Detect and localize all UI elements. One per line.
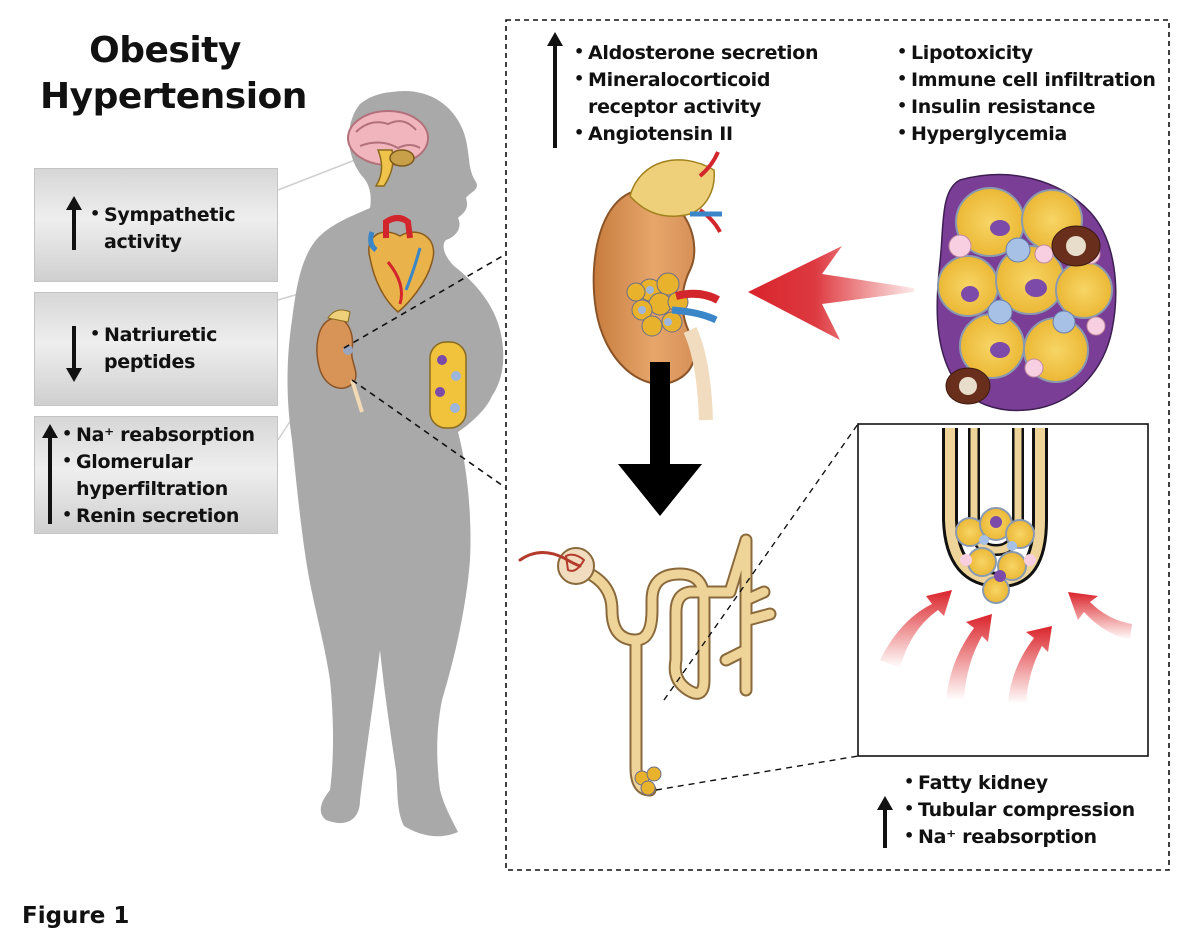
- list-item: Tubular compression: [904, 795, 1135, 824]
- adipose-factors-list: Lipotoxicity Immune cell infiltration In…: [897, 38, 1156, 148]
- detail-frame: [505, 19, 1170, 871]
- figure-title: Obesity Hypertension: [40, 28, 307, 120]
- up-arrow-icon: [66, 196, 82, 250]
- title-line-2: Hypertension: [40, 76, 307, 117]
- adipose-cluster-icon: [936, 173, 1117, 412]
- up-arrow-icon: [877, 796, 893, 848]
- list-item: Glomerular: [62, 447, 255, 476]
- natriuretic-box: Natriuretic peptides: [34, 292, 278, 406]
- list-item: Na⁺ reabsorption: [904, 822, 1135, 851]
- renal-list: Na⁺ reabsorption Glomerular hyperfiltrat…: [62, 420, 255, 530]
- list-item: Mineralocorticoid: [574, 65, 818, 94]
- black-arrow-down: [618, 362, 702, 516]
- list-item: Insulin resistance: [897, 92, 1156, 121]
- natriuretic-list: Natriuretic peptides: [90, 320, 217, 376]
- title-line-1: Obesity: [89, 30, 241, 71]
- list-item-continuation: hyperfiltration: [76, 478, 229, 500]
- list-item: Renin secretion: [62, 501, 255, 530]
- down-arrow-icon: [66, 326, 82, 382]
- pressure-arrows: [880, 590, 1132, 704]
- zoom-lines: [343, 253, 507, 489]
- sympathetic-box: Sympathetic activity: [34, 168, 278, 282]
- fatty-kidney-list: Fatty kidney Tubular compression Na⁺ rea…: [904, 768, 1135, 851]
- compressed-tubule-icon: [942, 428, 1048, 604]
- large-kidney-icon: [592, 151, 722, 421]
- list-item: Angiotensin II: [574, 119, 818, 148]
- list-item-continuation: receptor activity: [588, 96, 762, 118]
- up-arrow-icon: [547, 32, 563, 148]
- list-item: Sympathetic: [90, 200, 236, 229]
- inset-zoom-lines: [655, 423, 859, 791]
- list-item: Fatty kidney: [904, 768, 1135, 797]
- brain-icon: [347, 110, 429, 187]
- list-item-continuation: peptides: [104, 351, 196, 373]
- list-item: Lipotoxicity: [897, 38, 1156, 67]
- renal-box: Na⁺ reabsorption Glomerular hyperfiltrat…: [34, 416, 278, 534]
- sympathetic-list: Sympathetic activity: [90, 200, 236, 256]
- list-item: Na⁺ reabsorption: [62, 420, 255, 449]
- nephron-icon: [518, 533, 777, 797]
- heart-icon: [368, 215, 435, 313]
- figure-label: Figure 1: [22, 903, 130, 929]
- list-item: Hyperglycemia: [897, 119, 1156, 148]
- kidney-icon: [316, 309, 364, 413]
- body-silhouette: [287, 90, 504, 837]
- kidney-factors-list: Aldosterone secretion Mineralocorticoid …: [574, 38, 819, 148]
- list-item: Aldosterone secretion: [574, 38, 819, 67]
- list-item-continuation: activity: [104, 231, 182, 253]
- list-item: Immune cell infiltration: [897, 65, 1156, 94]
- red-arrow-left: [748, 246, 914, 340]
- up-arrow-icon: [42, 424, 58, 524]
- adipose-tissue-icon: [429, 341, 467, 429]
- list-item: Natriuretic: [90, 320, 217, 349]
